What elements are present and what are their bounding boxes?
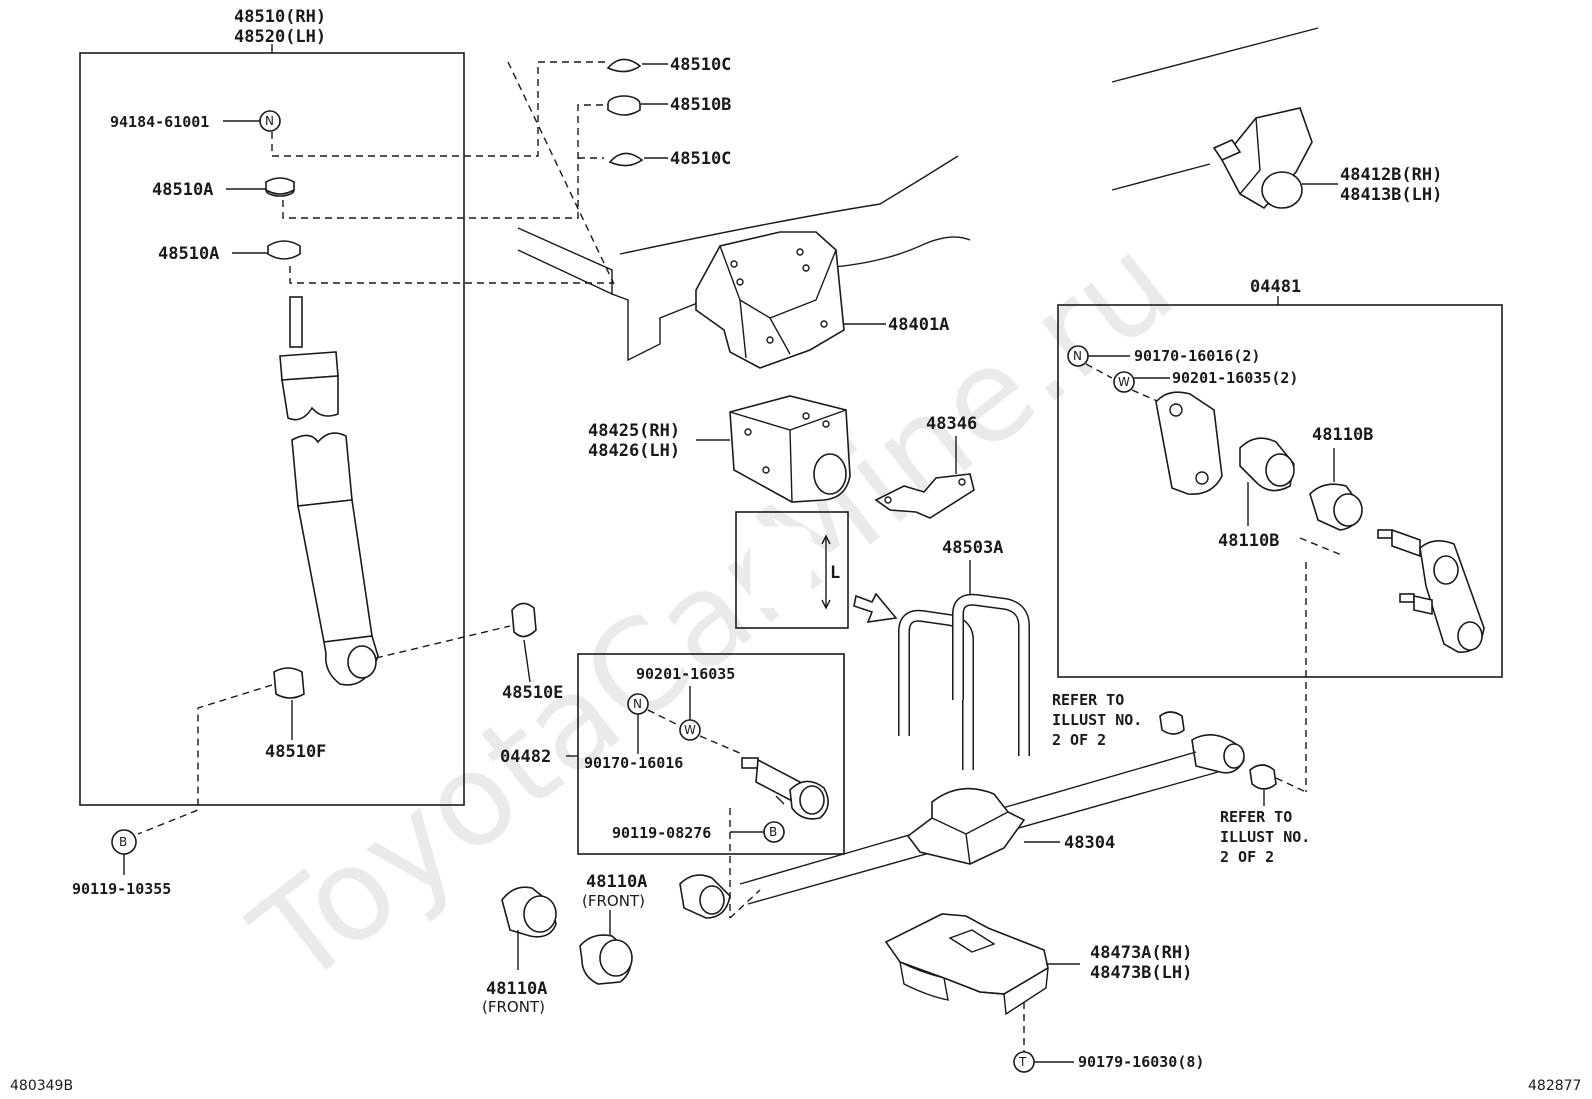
- label-bolt-10355: 90119-10355: [72, 880, 171, 898]
- refer-left-bushing-icon: [1159, 711, 1185, 735]
- label-seat-rh: 48473A(RH): [1090, 943, 1192, 963]
- label-bumper-346: 48346: [926, 414, 977, 434]
- hanger-48412b-part: [1212, 107, 1313, 210]
- label-kit-04482: 04482: [500, 747, 551, 767]
- ubolt-detail-part: [750, 526, 831, 610]
- label-cushion-b: 48510B: [670, 95, 731, 115]
- svg-text:W: W: [1118, 375, 1130, 389]
- label-seat-lh: 48473B(LH): [1090, 963, 1192, 983]
- label-washer-16035: 90201-16035: [636, 665, 735, 683]
- cushion-a2-part: [267, 240, 301, 260]
- label-bracket-401: 48401A: [888, 315, 949, 335]
- bushing-48110b-1-part: [1239, 437, 1295, 492]
- bushing-f-part: [273, 667, 305, 699]
- frame-rail-part: [517, 27, 1319, 362]
- label-bush-110a-top: 48110A: [586, 872, 647, 892]
- shock-absorber-part: [279, 296, 379, 686]
- nut-symbol-04482: N: [627, 693, 649, 715]
- svg-text:N: N: [265, 114, 274, 128]
- label-nut-top: 94184-61001: [110, 113, 209, 131]
- cushion-b-part: [607, 95, 641, 116]
- svg-text:W: W: [684, 723, 696, 737]
- bracket-48401a-part: [695, 231, 845, 369]
- label-cushion-a1: 48510A: [152, 180, 213, 200]
- footer-right-code: 482877: [1528, 1078, 1581, 1094]
- ubolt-detail-box: [735, 511, 849, 629]
- bracket-48425-part: [729, 395, 851, 503]
- label-refer-right-3: 2 OF 2: [1220, 848, 1274, 866]
- label-refer-left-3: 2 OF 2: [1052, 731, 1106, 749]
- label-front-top: (FRONT): [582, 892, 645, 910]
- bushing-e-part: [511, 602, 537, 638]
- bushing-48110b-2-part: [1309, 483, 1363, 531]
- cushion-c1-part: [606, 58, 642, 73]
- nut-symbol-top: N: [259, 110, 281, 132]
- label-bush-110b-bot: 48110B: [1218, 531, 1279, 551]
- svg-text:B: B: [769, 825, 777, 839]
- label-hanger-rh: 48412B(RH): [1340, 165, 1442, 185]
- label-bracket-426-lh: 48426(LH): [588, 441, 680, 461]
- label-shock-rh: 48510(RH): [234, 7, 326, 27]
- label-refer-right-2: ILLUST NO.: [1220, 828, 1310, 846]
- label-bush-f: 48510F: [265, 742, 326, 762]
- label-hanger-lh: 48413B(LH): [1340, 185, 1442, 205]
- label-nut-16016-2: 90170-16016(2): [1134, 347, 1260, 365]
- label-cushion-c2: 48510C: [670, 149, 731, 169]
- svg-text:T: T: [1018, 1055, 1027, 1069]
- detail-arrow-icon: [853, 592, 898, 623]
- label-cushion-a2: 48510A: [158, 244, 219, 264]
- label-bush-110b-top: 48110B: [1312, 425, 1373, 445]
- shackle-pin-part: [741, 757, 829, 820]
- svg-text:N: N: [633, 697, 642, 711]
- bumper-48346-part: [874, 473, 975, 519]
- bumper-48304-part: [906, 787, 1026, 865]
- label-refer-right-1: REFER TO: [1220, 808, 1292, 826]
- bolt-kit-box: [577, 653, 845, 855]
- label-bush-110a-bot: 48110A: [486, 979, 547, 999]
- shackle-kit-box: [1057, 304, 1503, 678]
- washer-symbol-04482: W: [679, 719, 701, 741]
- label-bumper-304: 48304: [1064, 833, 1115, 853]
- label-front-bot: (FRONT): [482, 998, 545, 1016]
- bushing-48110a-1-part: [501, 886, 557, 938]
- cushion-a1-part: [265, 177, 295, 197]
- cushion-c2-part: [608, 152, 644, 167]
- nut-symbol-04481: N: [1067, 345, 1089, 367]
- label-ubolt-dim: L: [830, 563, 840, 583]
- label-refer-left-1: REFER TO: [1052, 691, 1124, 709]
- label-washer-16035-2: 90201-16035(2): [1172, 369, 1298, 387]
- label-bush-e: 48510E: [502, 683, 563, 703]
- label-bolt-08276: 90119-08276: [612, 824, 711, 842]
- label-refer-left-2: ILLUST NO.: [1052, 711, 1142, 729]
- refer-right-bushing-icon: [1249, 764, 1277, 790]
- ubolt-48503a-part: [898, 593, 1030, 770]
- washer-symbol-04481: W: [1113, 371, 1135, 393]
- shackle-bolt-part: [1377, 528, 1485, 653]
- bolt-symbol-04482: B: [763, 821, 785, 843]
- spring-eye-part: [679, 874, 731, 919]
- bolt-symbol-b-left: B: [111, 829, 137, 855]
- label-cushion-c1: 48510C: [670, 55, 731, 75]
- footer-left-code: 480349B: [10, 1078, 73, 1094]
- shackle-plate-part: [1155, 391, 1223, 495]
- svg-text:N: N: [1073, 349, 1082, 363]
- label-nut-16030: 90179-16030(8): [1078, 1053, 1204, 1071]
- label-shock-lh: 48520(LH): [234, 27, 326, 47]
- tnut-symbol: T: [1013, 1051, 1035, 1073]
- label-kit-04481: 04481: [1250, 277, 1301, 297]
- shock-absorber-box: [79, 52, 465, 806]
- label-ubolt-503: 48503A: [942, 538, 1003, 558]
- label-nut-16016: 90170-16016: [584, 754, 683, 772]
- label-bracket-425-rh: 48425(RH): [588, 421, 680, 441]
- svg-text:B: B: [119, 835, 127, 849]
- spring-seat-48473a-part: [884, 913, 1049, 1016]
- bushing-48110a-2-part: [579, 934, 633, 985]
